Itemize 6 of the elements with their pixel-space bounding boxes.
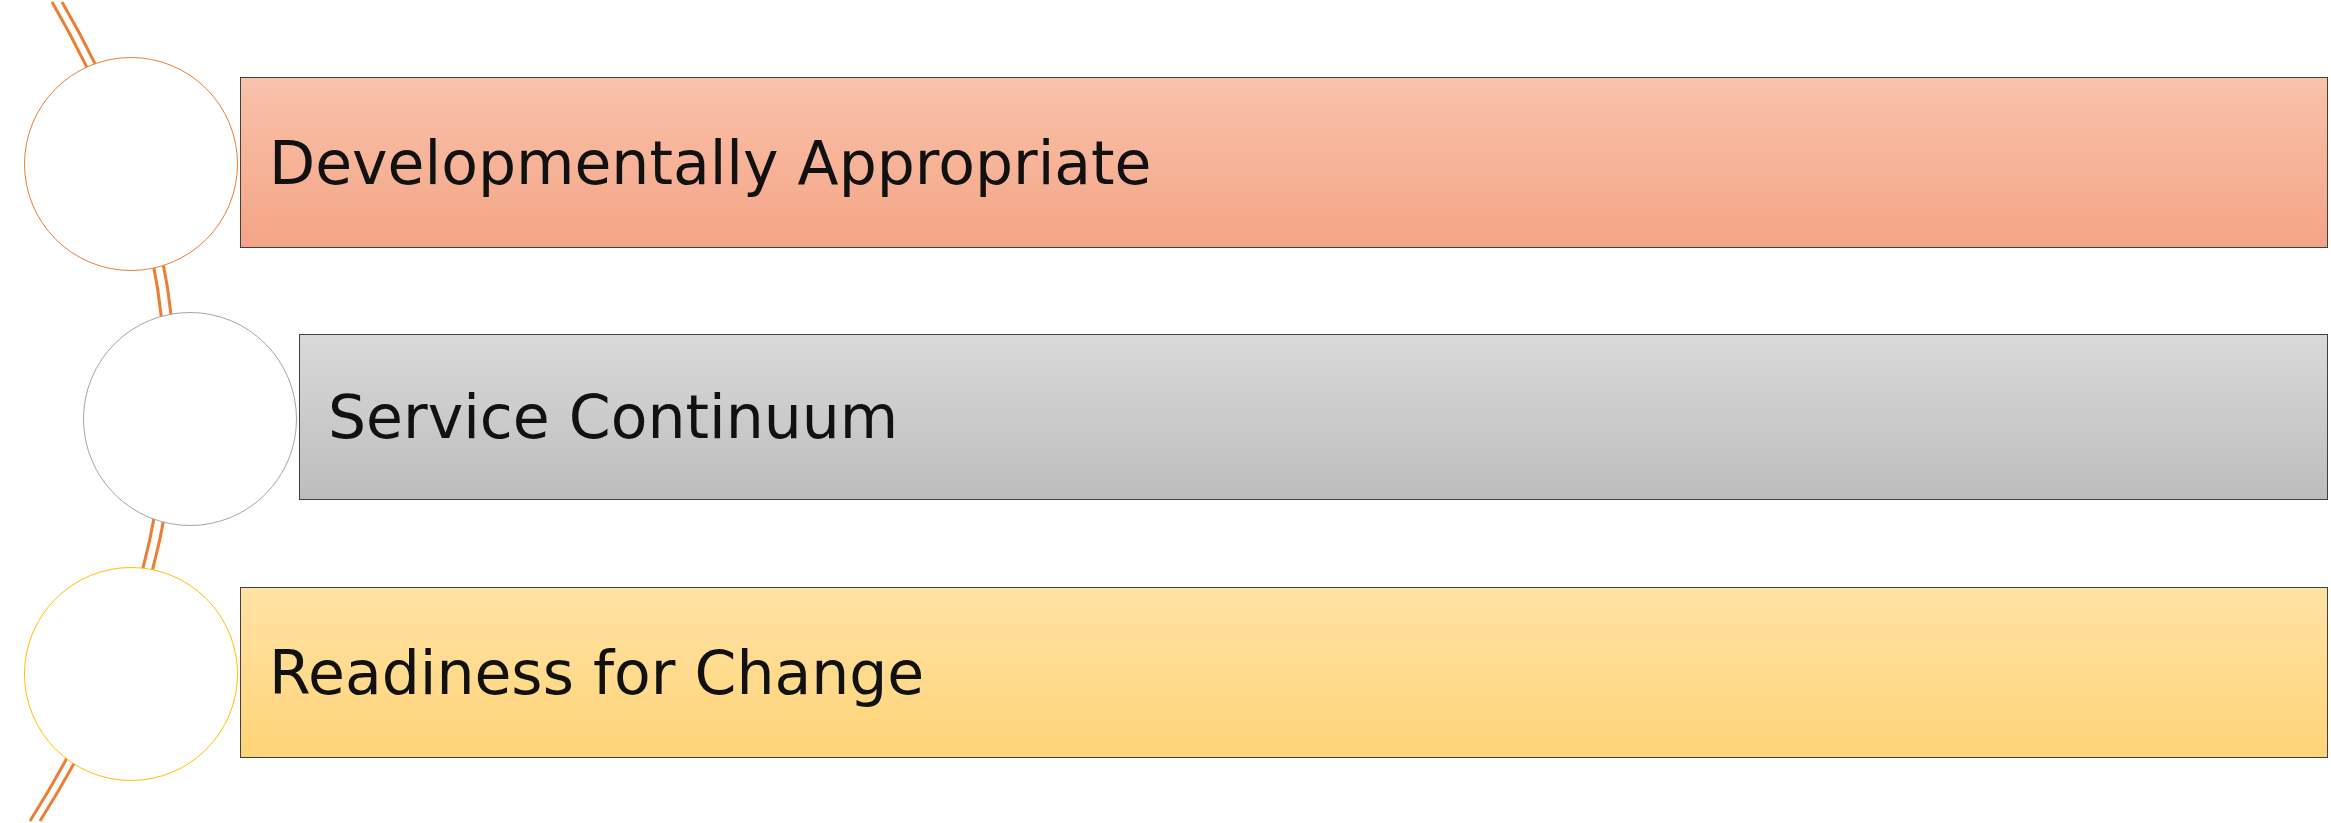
list-bar	[299, 334, 2328, 500]
bar-label: Service Continuum	[328, 382, 899, 452]
list-bar	[240, 587, 2328, 758]
list-bar	[240, 77, 2328, 248]
bar-label: Developmentally Appropriate	[269, 127, 1152, 198]
bar-label: Readiness for Change	[269, 637, 925, 708]
